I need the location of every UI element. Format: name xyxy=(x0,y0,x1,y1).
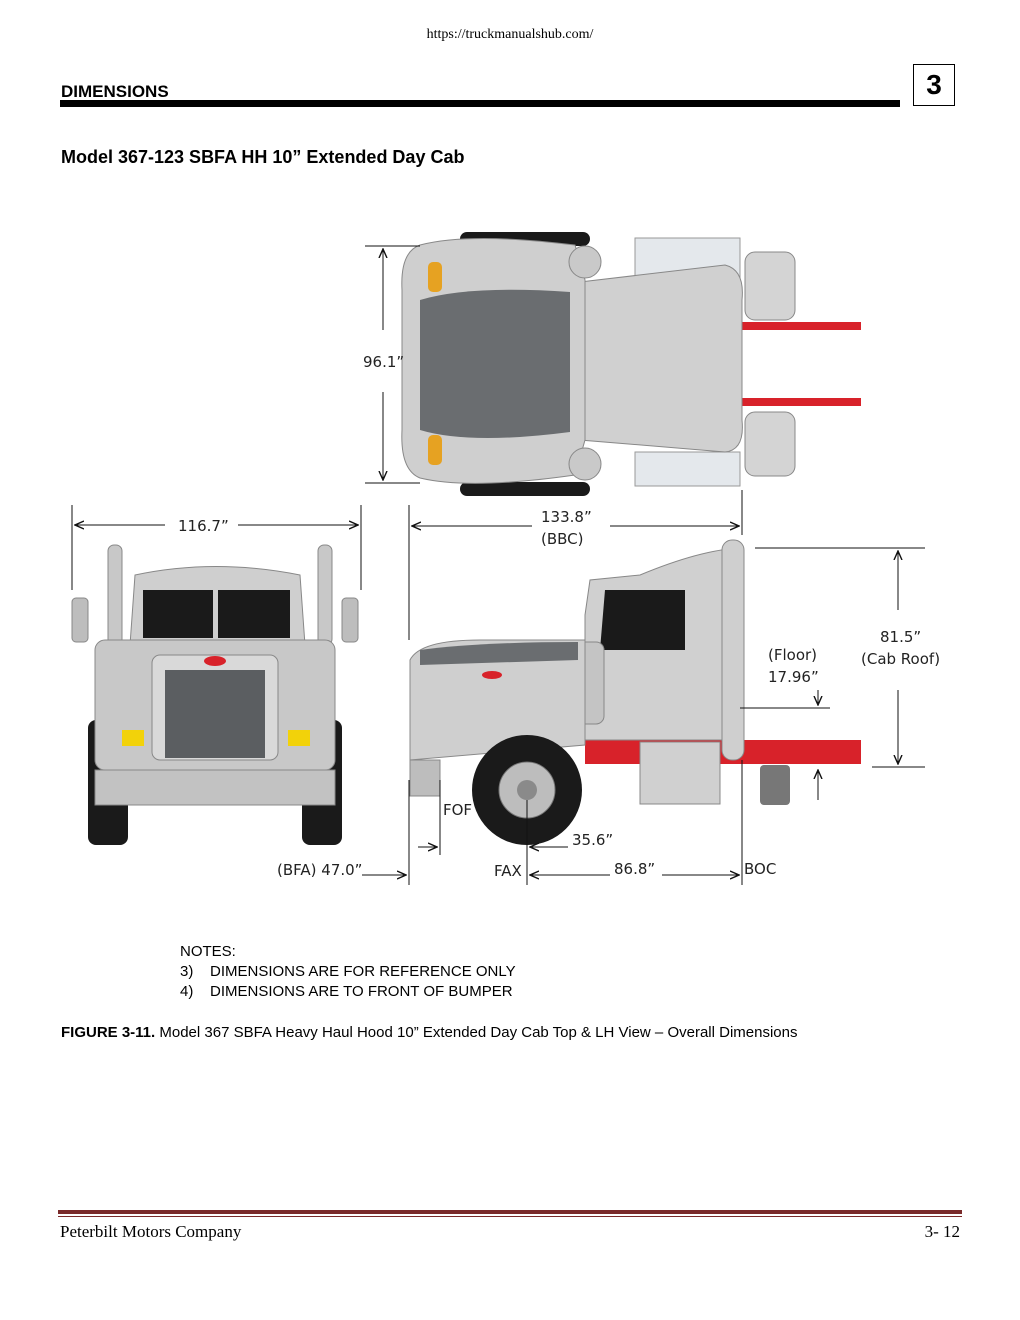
footer-company: Peterbilt Motors Company xyxy=(60,1222,242,1241)
note-item: 3) DIMENSIONS ARE FOR REFERENCE ONLY xyxy=(180,962,516,982)
figure-caption: FIGURE 3-11. Model 367 SBFA Heavy Haul H… xyxy=(61,1024,798,1041)
note-number: 3) xyxy=(180,963,194,980)
page-number: 3- 12 xyxy=(924,1222,960,1241)
source-url: https://truckmanualshub.com/ xyxy=(426,27,594,42)
section-rule xyxy=(60,100,900,107)
note-text: DIMENSIONS ARE FOR REFERENCE ONLY xyxy=(210,963,516,980)
notes-heading: NOTES: xyxy=(180,943,236,960)
note-number: 4) xyxy=(180,983,194,1000)
fax-label: FAX xyxy=(494,862,522,880)
footer-rule-thin xyxy=(58,1216,962,1217)
cab-roof-label: (Cab Roof) xyxy=(861,650,940,668)
fax-boc-dimension: 86.8” xyxy=(614,860,655,878)
front-width-dimension xyxy=(71,505,362,590)
model-title: Model 367-123 SBFA HH 10” Extended Day C… xyxy=(61,147,465,167)
figure-text: Model 367 SBFA Heavy Haul Hood 10” Exten… xyxy=(155,1024,798,1041)
width-dimension-96 xyxy=(365,245,420,484)
chapter-number: 3 xyxy=(913,64,955,106)
footer-rule xyxy=(58,1210,962,1214)
notes: NOTES: 3) DIMENSIONS ARE FOR REFERENCE O… xyxy=(180,942,516,1002)
figure-label: FIGURE 3-11. xyxy=(61,1024,156,1041)
truck-side-view xyxy=(409,539,861,845)
note-text: DIMENSIONS ARE TO FRONT OF BUMPER xyxy=(210,983,513,1000)
floor-label: (Floor) xyxy=(768,646,817,664)
floor-value: 17.96” xyxy=(768,668,819,686)
section-title: DIMENSIONS xyxy=(61,82,169,101)
truck-front-view xyxy=(71,544,359,845)
width-label: 96.1” xyxy=(363,353,404,371)
boc-label: BOC xyxy=(744,860,776,878)
front-width-label: 116.7” xyxy=(178,517,229,535)
fof-label: FOF xyxy=(443,801,472,819)
note-item: 4) DIMENSIONS ARE TO FRONT OF BUMPER xyxy=(180,982,516,1002)
cab-roof-value: 81.5” xyxy=(880,628,921,646)
bbc-value: 133.8” xyxy=(541,508,592,526)
bbc-label: (BBC) xyxy=(541,530,584,548)
side-dimensions xyxy=(362,490,925,885)
truck-top-view xyxy=(401,232,861,496)
fof-dimension: 35.6” xyxy=(572,831,613,849)
bfa-label: (BFA) 47.0” xyxy=(277,861,362,879)
